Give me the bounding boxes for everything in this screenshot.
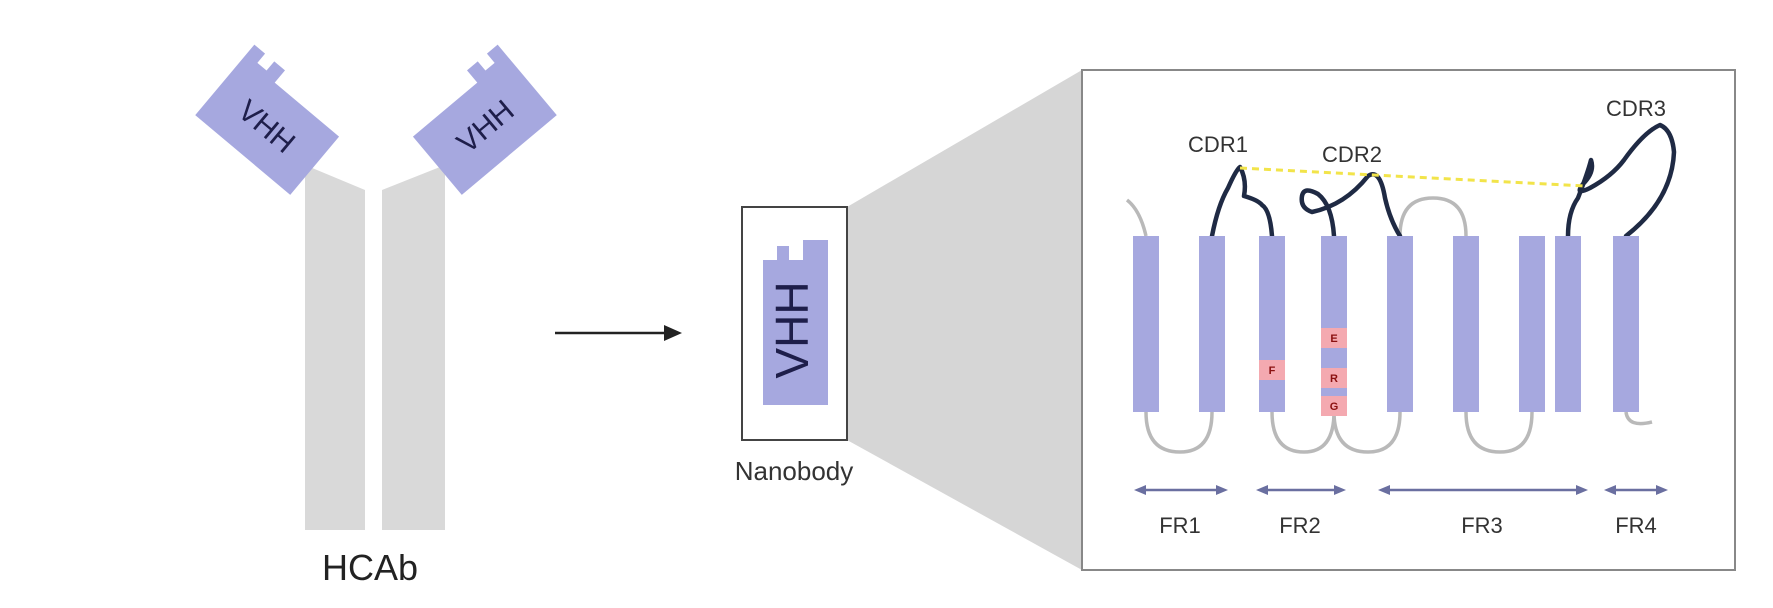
hallmark-residues: F E R G: [1259, 328, 1347, 416]
nanobody-vhh-label: VHH: [766, 281, 818, 378]
fr1-label: FR1: [1159, 513, 1201, 538]
nanobody: VHH Nanobody: [735, 206, 854, 486]
hcab-label: HCAb: [322, 547, 418, 588]
cdr-loops: [1209, 122, 1677, 239]
fr2-arrow: [1256, 485, 1346, 495]
nanobody-vhh-domain: [763, 240, 828, 405]
residue-g-label: G: [1330, 401, 1339, 413]
cdr-dashed-line: [1239, 166, 1586, 188]
framework-region-arrows: [1134, 485, 1668, 495]
cdr2-label: CDR2: [1322, 142, 1382, 167]
hcab-right-vhh-domain: VHH: [412, 44, 557, 195]
fr2-label: FR2: [1279, 513, 1321, 538]
fr3-label: FR3: [1461, 513, 1503, 538]
fr1-bottom-loop: [1144, 411, 1214, 454]
cdr1-loop: [1209, 164, 1275, 239]
fr3-bottom-loop-1: [1332, 411, 1402, 454]
cdr3-loop: [1565, 122, 1677, 239]
arrow-right-icon: [555, 325, 682, 341]
fr3-arrow: [1378, 485, 1588, 495]
beta-strands: [1133, 236, 1639, 412]
vhh-structure-panel: F E R G CDR1 CDR2 CDR3: [1081, 69, 1736, 571]
nanobody-label: Nanobody: [735, 456, 854, 486]
hcab-left-vhh-domain: VHH: [195, 44, 340, 195]
cdr3-label: CDR3: [1606, 96, 1666, 121]
residue-e-label: E: [1330, 333, 1337, 345]
beta-strand: [1387, 236, 1413, 412]
fr3-top-loop: [1398, 196, 1468, 237]
fr2-bottom-loop: [1270, 411, 1336, 454]
residue-g-marker: [1321, 396, 1347, 416]
hcab-left-heavy-chain: [305, 165, 365, 530]
residue-r-label: R: [1330, 373, 1338, 385]
residue-f-marker: [1259, 360, 1285, 380]
fr4-arrow: [1604, 485, 1668, 495]
beta-strand: [1199, 236, 1225, 412]
cdr1-label: CDR1: [1188, 132, 1248, 157]
fr4-label: FR4: [1615, 513, 1657, 538]
beta-strand: [1519, 236, 1545, 412]
beta-strand: [1453, 236, 1479, 412]
fr3-bottom-loop-2: [1464, 411, 1534, 454]
residue-f-label: F: [1269, 365, 1276, 377]
beta-strand: [1133, 236, 1159, 412]
hcab-right-heavy-chain: [382, 165, 445, 530]
residue-e-marker: [1321, 328, 1347, 348]
zoom-wedge: [847, 70, 1082, 570]
cdr2-loop: [1299, 172, 1403, 239]
hcab-antibody: VHH VHH HCAb: [195, 44, 557, 588]
beta-strand: [1613, 236, 1639, 412]
n-terminus-loop: [1125, 198, 1148, 237]
beta-strand: [1555, 236, 1581, 412]
beta-strand: [1259, 236, 1285, 412]
residue-r-marker: [1321, 368, 1347, 388]
fr4-bottom-loop: [1624, 411, 1653, 426]
fr1-arrow: [1134, 485, 1228, 495]
framework-loops: [1125, 196, 1653, 454]
